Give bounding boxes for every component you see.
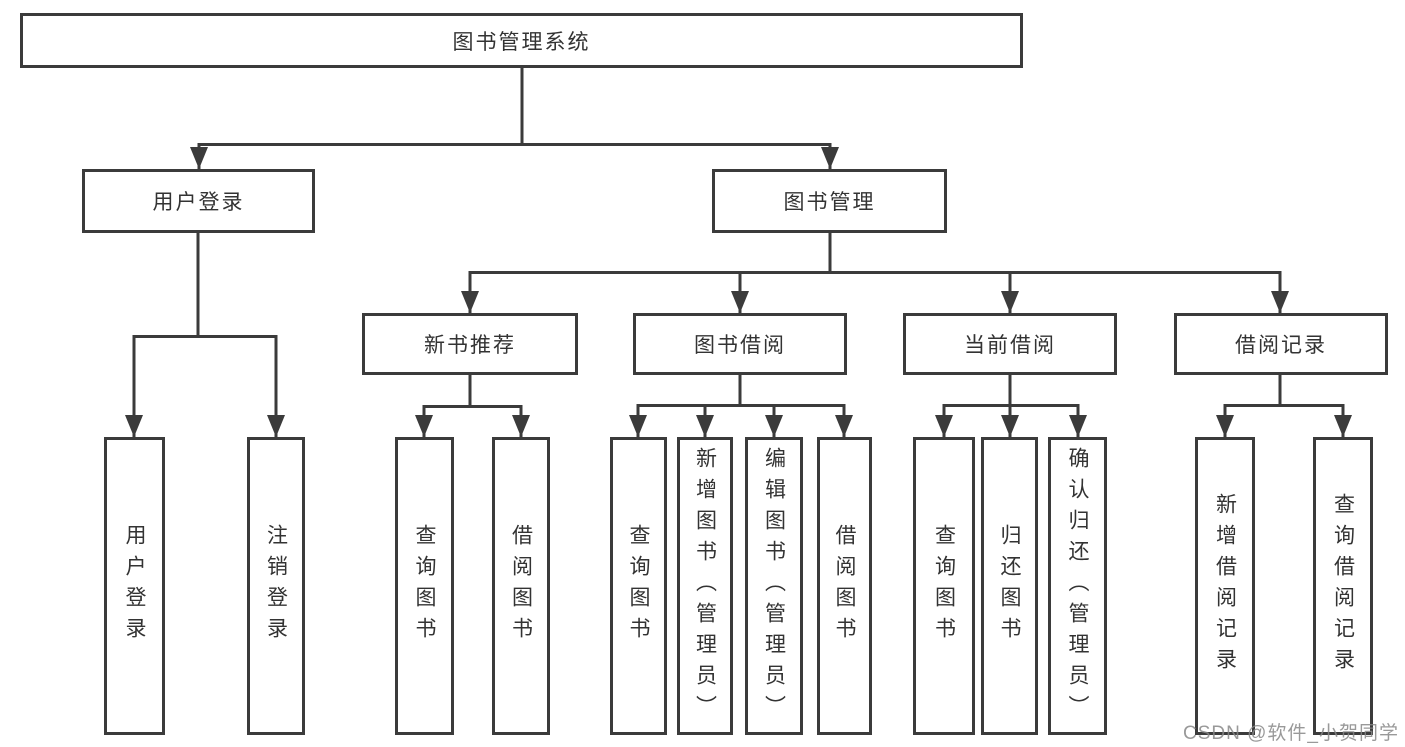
leaf-logout: 注销登录 (247, 437, 305, 735)
leaf-current-confirm-return: 确认归还（管理员） (1048, 437, 1107, 735)
leaf-current-return-book-label: 归还图书 (998, 524, 1021, 648)
leaf-newrec-borrow-book-label: 借阅图书 (509, 524, 533, 648)
leaf-records-query-record-label: 查询借阅记录 (1331, 493, 1355, 679)
leaf-current-query-book-label: 查询图书 (932, 524, 956, 648)
leaf-user-login-label: 用户登录 (123, 524, 146, 648)
leaf-current-query-book: 查询图书 (913, 437, 975, 735)
node-book-borrowing-label: 图书借阅 (694, 334, 786, 357)
leaf-borrow-edit-book: 编辑图书（管理员） (745, 437, 803, 735)
node-book-management: 图书管理 (712, 169, 947, 233)
node-new-book-recommend: 新书推荐 (362, 313, 578, 375)
leaf-records-add-record: 新增借阅记录 (1195, 437, 1255, 735)
leaf-borrow-edit-book-label: 编辑图书（管理员） (762, 446, 786, 726)
leaf-logout-label: 注销登录 (264, 524, 288, 648)
leaf-borrow-add-book: 新增图书（管理员） (677, 437, 733, 735)
node-book-borrowing: 图书借阅 (633, 313, 847, 375)
leaf-records-query-record: 查询借阅记录 (1313, 437, 1373, 735)
node-current-borrowing-label: 当前借阅 (964, 334, 1056, 357)
leaf-borrow-query-book: 查询图书 (610, 437, 667, 735)
node-root-label: 图书管理系统 (452, 30, 591, 54)
leaf-borrow-borrow-book: 借阅图书 (817, 437, 872, 735)
leaf-newrec-borrow-book: 借阅图书 (492, 437, 550, 735)
node-borrowing-records: 借阅记录 (1174, 313, 1388, 375)
node-new-book-recommend-label: 新书推荐 (424, 334, 516, 357)
node-user-login: 用户登录 (82, 169, 315, 233)
leaf-current-confirm-return-label: 确认归还（管理员） (1066, 446, 1089, 726)
node-current-borrowing: 当前借阅 (903, 313, 1117, 375)
leaf-records-add-record-label: 新增借阅记录 (1213, 493, 1237, 679)
leaf-newrec-query-book-label: 查询图书 (413, 524, 436, 648)
node-root: 图书管理系统 (20, 13, 1023, 68)
csdn-watermark: CSDN @软件_小贺同学 (1183, 723, 1399, 744)
node-user-login-label: 用户登录 (152, 191, 245, 214)
node-borrowing-records-label: 借阅记录 (1235, 334, 1327, 357)
leaf-newrec-query-book: 查询图书 (395, 437, 454, 735)
leaf-current-return-book: 归还图书 (981, 437, 1038, 735)
leaf-user-login: 用户登录 (104, 437, 165, 735)
leaf-borrow-borrow-book-label: 借阅图书 (833, 524, 856, 648)
leaf-borrow-add-book-label: 新增图书（管理员） (693, 446, 717, 726)
leaf-borrow-query-book-label: 查询图书 (627, 524, 650, 648)
node-book-management-label: 图书管理 (783, 191, 876, 214)
